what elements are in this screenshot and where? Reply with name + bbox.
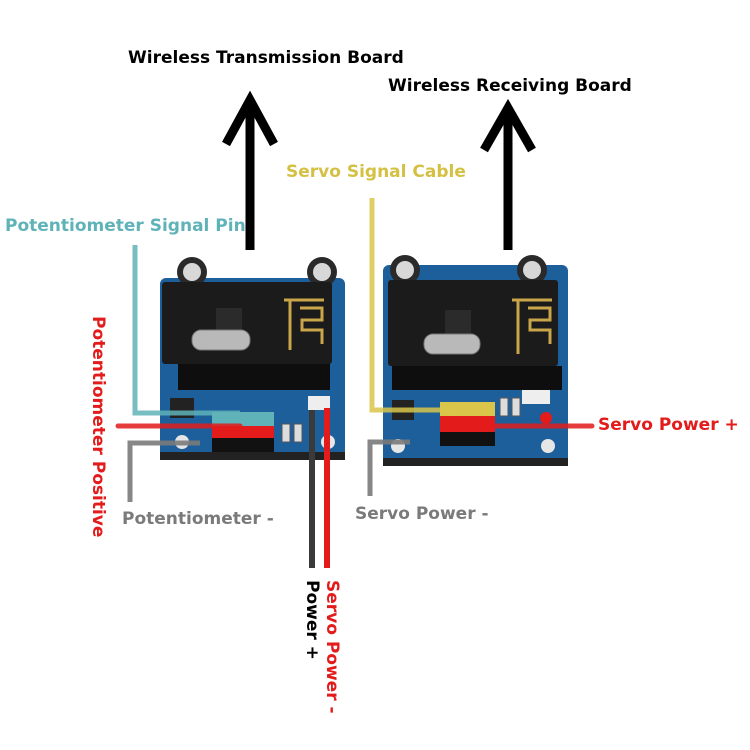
power-positive-label: Power +: [302, 580, 322, 660]
rx-servo-power-negative-label: Servo Power -: [355, 504, 489, 524]
tx-nrf-module: [162, 282, 332, 364]
tx-crystal: [191, 329, 251, 351]
servo-signal-wire: [369, 198, 450, 413]
servo-power-negative-wire: [367, 439, 410, 496]
rx-antenna: [512, 298, 552, 354]
tx-arrow: [222, 90, 278, 250]
tx-antenna: [284, 298, 324, 350]
rx-crystal: [423, 333, 481, 355]
pot-signal-pin-label: Potentiometer Signal Pin: [5, 216, 246, 236]
tx-board-title: Wireless Transmission Board: [128, 48, 404, 68]
servo-signal-cable-label: Servo Signal Cable: [286, 162, 466, 182]
rx-header-red: [440, 416, 495, 432]
tx-resistor: [281, 423, 291, 443]
pot-positive-label: Potentiometer Positive: [88, 316, 108, 538]
pot-negative-label: Potentiometer -: [122, 509, 274, 529]
tx-header-gnd: [212, 438, 274, 452]
rx-header-gnd: [440, 432, 495, 446]
pot-signal-wire: [132, 245, 240, 416]
rx-signal-header-yellow: [440, 402, 495, 416]
rx-chip: [445, 310, 471, 336]
rx-arrow: [480, 98, 536, 250]
transmitter-board: [160, 257, 345, 460]
tx-led: [293, 423, 303, 443]
tx-servo-power-negative-label: Servo Power -: [322, 580, 342, 714]
rx-power-led: [522, 390, 550, 404]
receiver-board: [383, 255, 568, 466]
servo-power-positive-label: Servo Power +: [598, 415, 739, 435]
tx-pcb-edge: [160, 452, 345, 460]
pot-negative-wire: [127, 440, 200, 502]
tx-power-led: [308, 396, 330, 410]
tx-header-red: [212, 426, 274, 438]
rx-board-title: Wireless Receiving Board: [388, 76, 632, 96]
